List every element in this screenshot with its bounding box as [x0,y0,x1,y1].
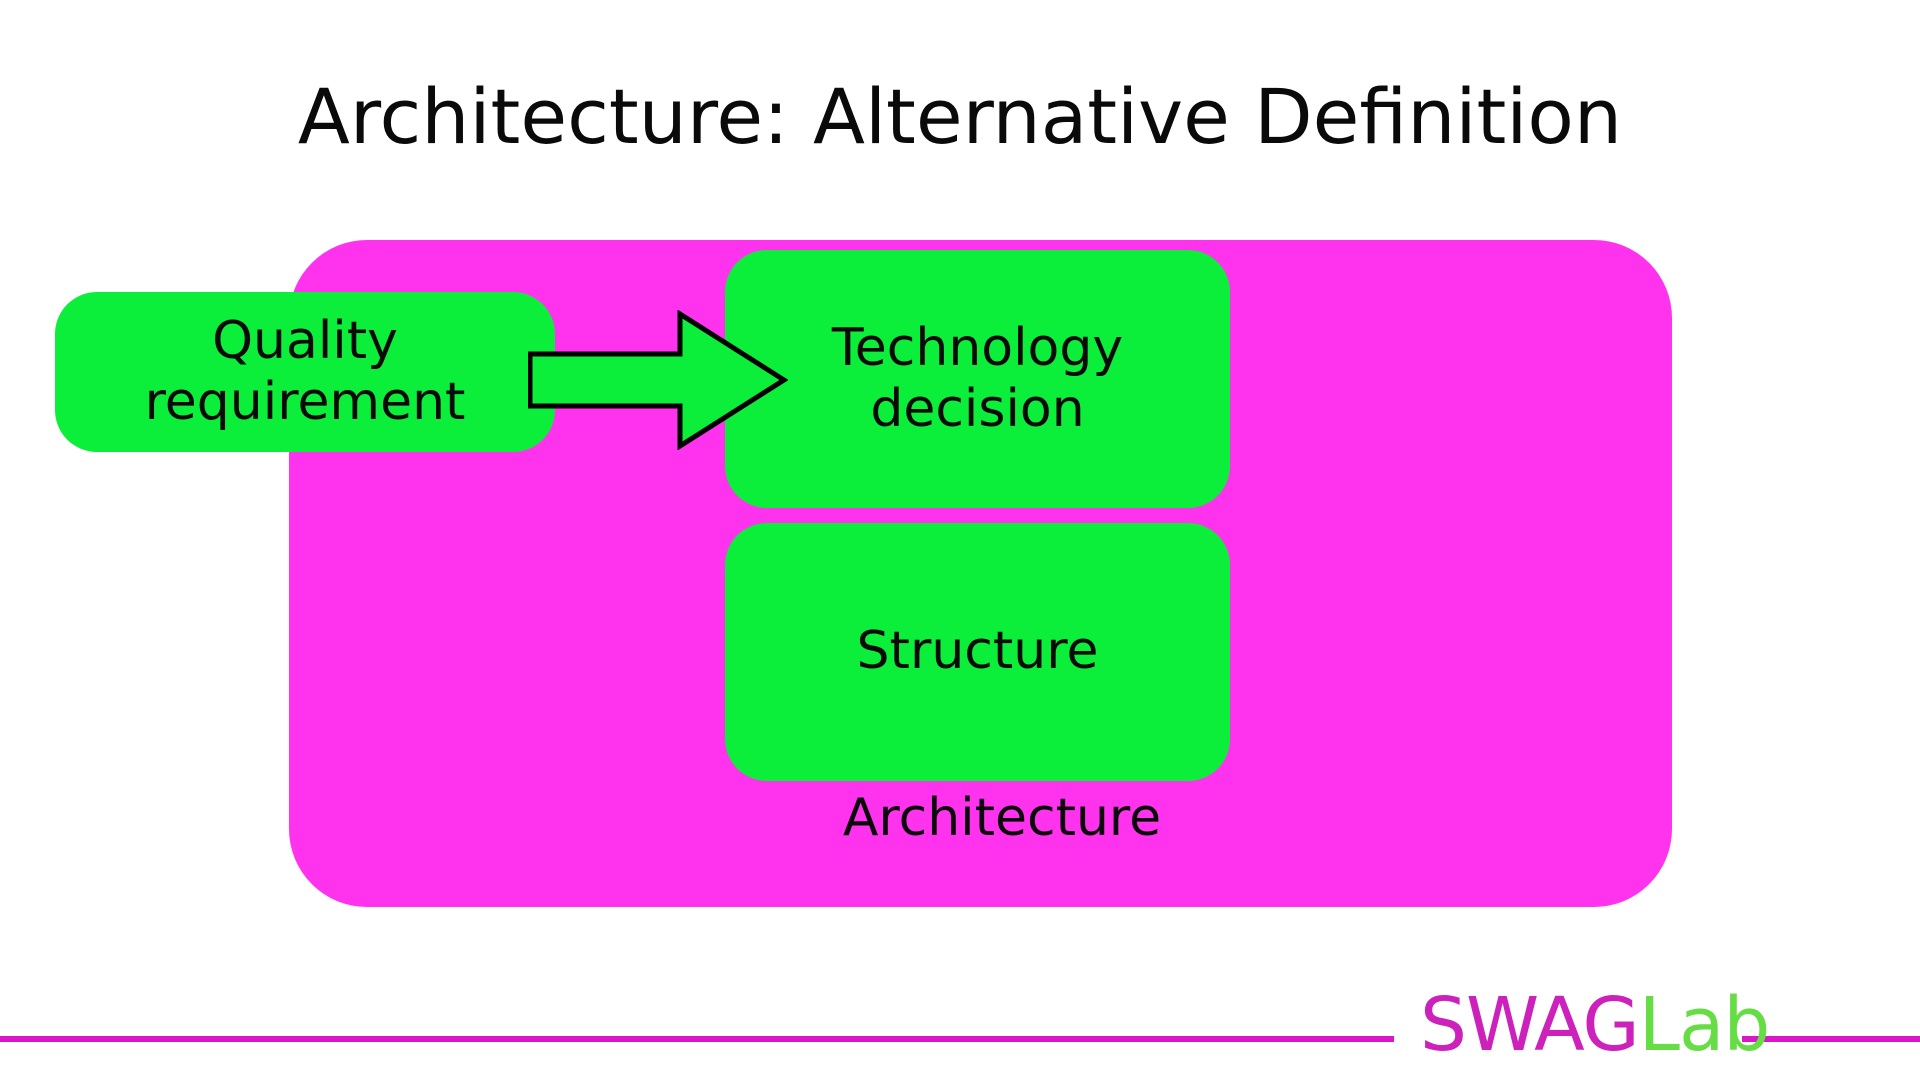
architecture-container-label: Architecture [289,792,1672,844]
brand-logo-lab: Lab [1638,982,1771,1068]
node-structure[interactable]: Structure [725,523,1230,781]
node-quality-requirement-line2: requirement [144,372,466,432]
architecture-container-label-text: Architecture [842,788,1162,848]
node-quality-requirement[interactable]: Quality requirement [55,292,555,452]
brand-logo: SWAGLab [1420,982,1770,1068]
page-title: Architecture: Alternative Definition [297,71,1623,161]
footer-rule-left [0,1036,1394,1042]
node-technology-decision-label: Technology decision [832,318,1123,441]
node-technology-decision-line2: decision [870,379,1085,439]
node-quality-requirement-line1: Quality [212,310,398,371]
right-block-arrow-icon [528,310,788,450]
node-quality-requirement-label: Quality requirement [145,311,466,434]
node-technology-decision[interactable]: Technology decision [725,250,1230,508]
brand-logo-swag: SWAG [1420,982,1640,1068]
right-block-arrow-shape [528,310,788,450]
node-structure-label: Structure [856,621,1099,682]
footer-rule-right [1742,1036,1920,1042]
node-technology-decision-line1: Technology [831,317,1124,378]
